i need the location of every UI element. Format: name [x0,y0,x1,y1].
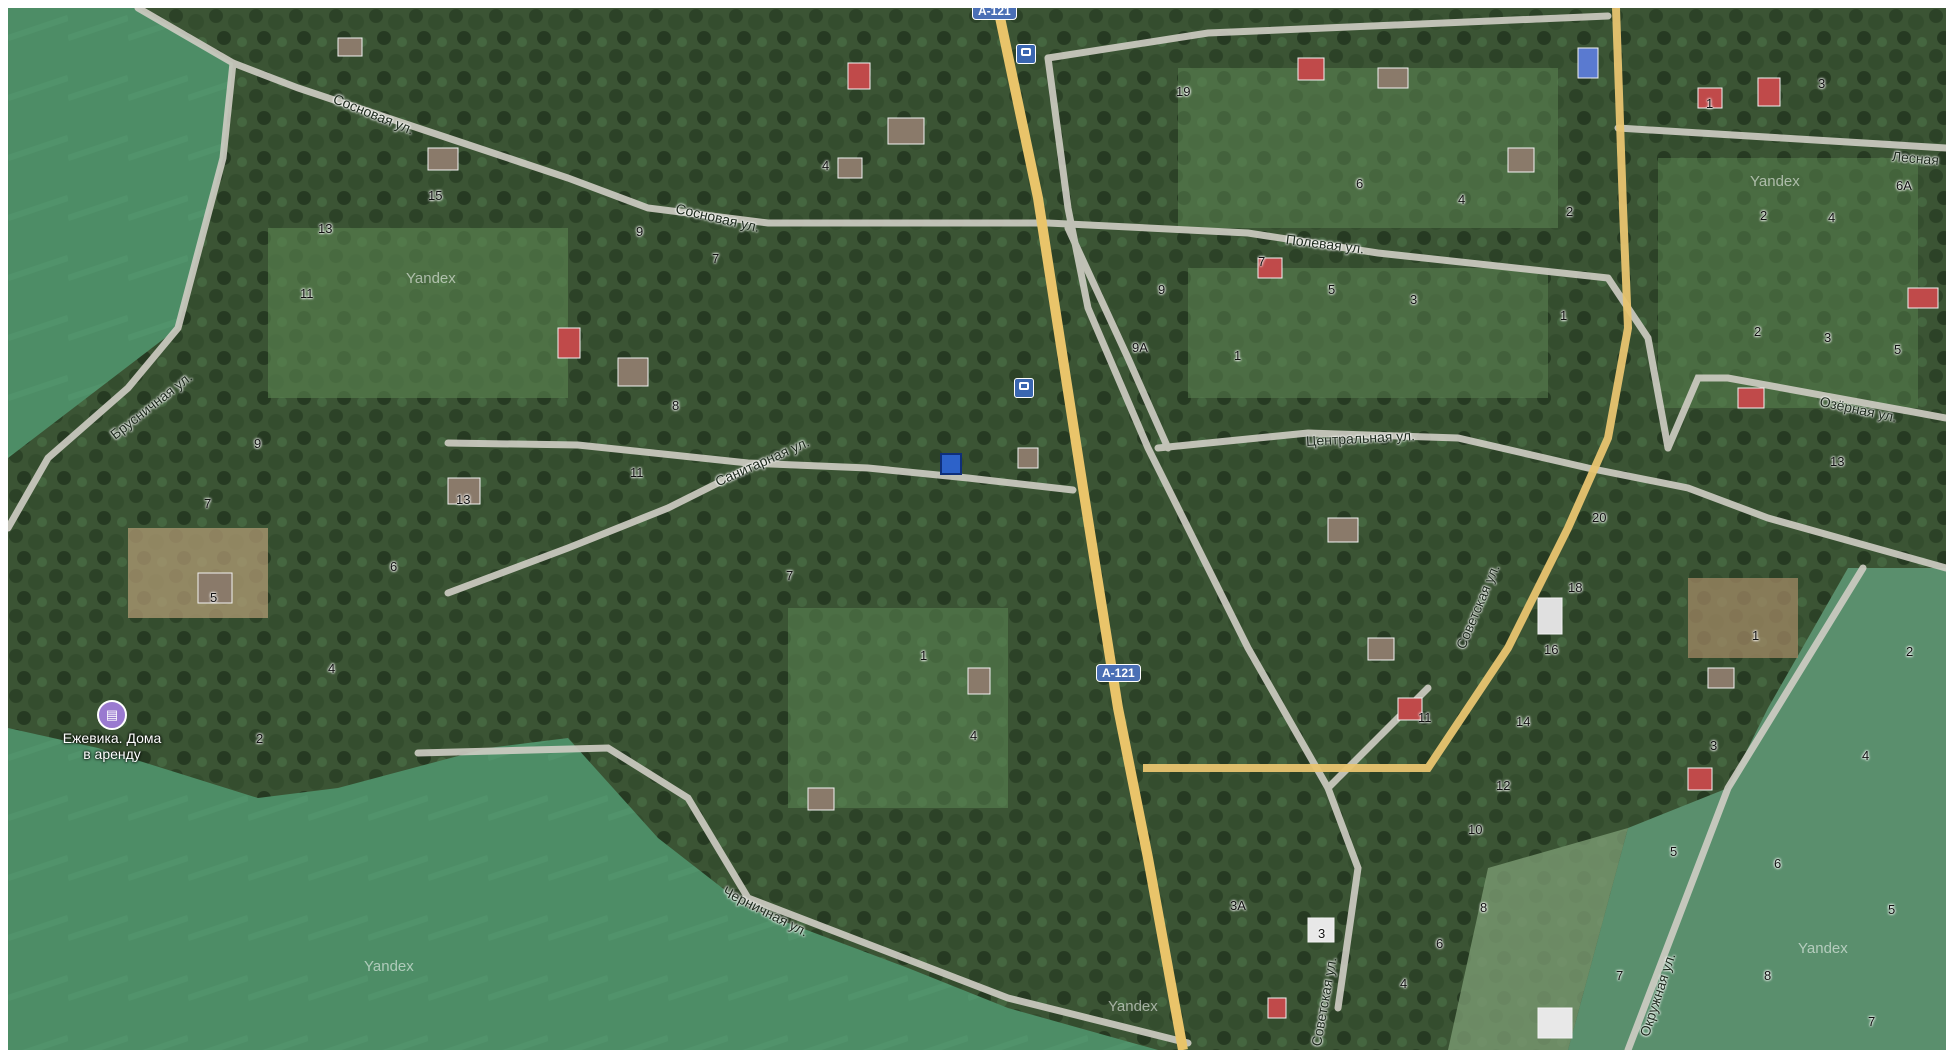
house-number: 7 [712,251,720,266]
bus-stop-icon[interactable] [1016,44,1036,64]
house-number: 8 [1764,968,1772,983]
yandex-watermark: Yandex [1750,173,1800,190]
house-number: 1 [1706,96,1714,111]
house-number: 9 [1158,282,1166,297]
house-number: 16 [1544,642,1559,657]
house-number: 2 [256,731,264,746]
house-number: 13 [318,221,333,236]
house-number: 7 [204,496,212,511]
house-number: 11 [630,465,644,480]
house-number: 3А [1230,898,1246,913]
poi-name-line1: Ежевика. Дома [62,730,162,746]
road-shield-a121-top: А-121 [972,8,1017,20]
selected-location-marker[interactable] [940,453,962,475]
house-number: 4 [1400,976,1408,991]
field-northwest [8,8,233,458]
house-number: 3 [1824,330,1832,345]
map-imagery [8,8,1946,1050]
house-number: 13 [1830,454,1845,469]
house-number: 19 [1176,84,1191,99]
house-number: 12 [1496,778,1511,793]
house-number: 11 [1418,710,1432,725]
house-number: 5 [1888,902,1896,917]
house-number: 4 [970,728,978,743]
field-east-patch [1448,828,1628,1050]
road-shield-a121-middle: А-121 [1096,664,1141,682]
house-number: 8 [672,398,680,413]
house-number: 6 [1774,856,1782,871]
house-number: 7 [786,568,794,583]
house-number: 4 [822,158,830,173]
highway-a121 [993,8,1188,1050]
house-number: 9А [1132,340,1148,355]
house-number: 8 [1480,900,1488,915]
bus-stop-icon[interactable] [1014,378,1034,398]
house-number: 5 [1328,282,1336,297]
house-number: 1 [920,648,928,663]
house-number: 10 [1468,822,1483,837]
house-number: 20 [1592,510,1607,525]
house-number: 4 [328,661,336,676]
house-number: 3 [1710,738,1718,753]
house-number: 15 [428,188,443,203]
house-number: 6А [1896,178,1912,193]
house-number: 4 [1828,210,1836,225]
house-number: 6 [390,559,398,574]
house-number: 6 [1436,936,1444,951]
house-number: 1 [1234,348,1242,363]
house-number: 11 [300,286,314,301]
house-number: 7 [1258,254,1266,269]
house-number: 2 [1906,644,1914,659]
house-number: 6 [1356,176,1364,191]
highway-sovetskaya [1143,8,1633,772]
yandex-watermark: Yandex [1798,940,1848,957]
house-number: 7 [1868,1014,1876,1029]
yandex-watermark: Yandex [1108,998,1158,1015]
house-number: 3 [1818,76,1826,91]
house-number: 4 [1458,192,1466,207]
house-number: 2 [1566,204,1574,219]
house-number: 13 [456,492,471,507]
house-number: 5 [210,590,218,605]
house-number: 14 [1516,714,1531,729]
yandex-watermark: Yandex [406,270,456,287]
house-number: 9 [254,436,262,451]
satellite-map[interactable]: Сосновая ул. Сосновая ул. Брусничная ул.… [8,8,1946,1050]
field-southwest [8,728,1158,1050]
house-number: 1 [1752,628,1760,643]
house-number: 5 [1670,844,1678,859]
poi-ezhevika[interactable]: ▤ Ежевика. Дома в аренду [52,700,172,762]
house-number: 18 [1568,580,1583,595]
house-number: 2 [1754,324,1762,339]
house-number: 4 [1862,748,1870,763]
house-number: 5 [1894,342,1902,357]
yandex-watermark: Yandex [364,958,414,975]
house-number: 3 [1410,292,1418,307]
bed-icon: ▤ [97,700,127,730]
house-number: 1 [1560,308,1568,323]
house-number: 3 [1318,926,1326,941]
poi-name-line2: в аренду [83,746,141,762]
field-southeast [1568,568,1946,1050]
house-number: 9 [636,224,644,239]
house-number: 2 [1760,208,1768,223]
house-number: 7 [1616,968,1624,983]
